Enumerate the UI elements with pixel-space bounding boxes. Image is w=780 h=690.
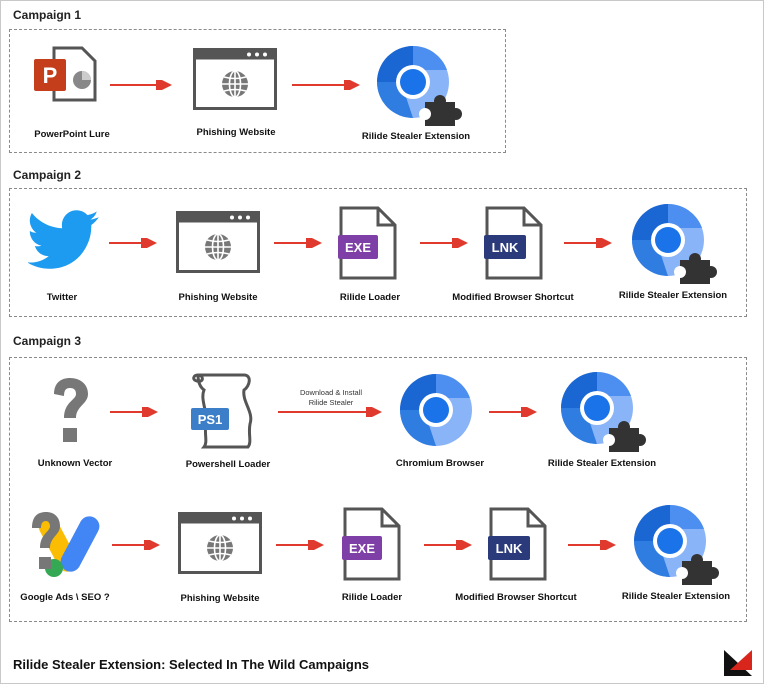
- lnk-file-icon: LNK: [484, 206, 543, 280]
- flow-arrow: [110, 407, 158, 417]
- flow-arrow: [568, 540, 616, 550]
- campaign-3-box: [9, 357, 747, 622]
- campaign-1-box: [9, 29, 506, 153]
- lnk-file-icon: LNK: [488, 507, 547, 581]
- exe-file-icon: EXE: [338, 206, 397, 280]
- chrome-extension-icon: [559, 370, 651, 454]
- label-twitter: Twitter: [46, 292, 78, 303]
- label-powershell-loader: Powershell Loader: [185, 459, 271, 470]
- browser-window-icon: [178, 512, 262, 574]
- campaign-2-title: Campaign 2: [13, 168, 82, 182]
- chrome-extension-icon: [632, 503, 724, 587]
- flow-arrow: [112, 540, 160, 550]
- label-phishing-website: Phishing Website: [178, 292, 258, 303]
- google-ads-icon: [32, 512, 100, 577]
- chrome-extension-icon: [630, 202, 722, 286]
- browser-window-icon: [193, 48, 277, 110]
- label-powerpoint-lure: PowerPoint Lure: [34, 129, 110, 140]
- label-chromium-browser: Chromium Browser: [395, 458, 485, 469]
- flow-arrow: [278, 407, 382, 417]
- lnk-badge: LNK: [496, 541, 523, 556]
- ps1-badge: PS1: [198, 412, 223, 427]
- lnk-badge: LNK: [492, 240, 519, 255]
- label-rilide-stealer-extension: Rilide Stealer Extension: [621, 591, 731, 602]
- campaign-3-title: Campaign 3: [13, 334, 82, 348]
- diagram-frame: [0, 0, 764, 684]
- flow-arrow: [424, 540, 472, 550]
- chrome-extension-icon: [375, 44, 467, 128]
- flow-arrow: [274, 238, 322, 248]
- twitter-icon: [28, 210, 99, 269]
- company-logo-icon: [724, 650, 752, 676]
- label-modified-browser-shortcut: Modified Browser Shortcut: [452, 292, 574, 303]
- download-install-note: Download & Install Rilide Stealer: [300, 388, 362, 408]
- exe-file-icon: EXE: [342, 507, 401, 581]
- flow-arrow: [292, 80, 360, 90]
- label-phishing-website: Phishing Website: [180, 593, 260, 604]
- flow-arrow: [109, 238, 157, 248]
- note-line-2: Rilide Stealer: [308, 398, 354, 407]
- powerpoint-icon: P: [34, 46, 97, 102]
- label-rilide-stealer-extension: Rilide Stealer Extension: [618, 290, 728, 301]
- flow-arrow: [110, 80, 172, 90]
- flow-arrow: [489, 407, 537, 417]
- flow-arrow: [564, 238, 612, 248]
- browser-window-icon: [176, 211, 260, 273]
- campaign-1-title: Campaign 1: [13, 8, 82, 22]
- label-unknown-vector: Unknown Vector: [37, 458, 113, 469]
- exe-badge: EXE: [349, 541, 375, 556]
- flow-arrow: [420, 238, 468, 248]
- question-mark-icon: [54, 378, 88, 442]
- note-line-1: Download & Install: [299, 388, 363, 397]
- powershell-script-icon: PS1: [191, 373, 253, 449]
- label-rilide-stealer-extension: Rilide Stealer Extension: [361, 131, 471, 142]
- label-google-ads-seo: Google Ads \ SEO ?: [20, 592, 110, 603]
- chromium-icon: [398, 372, 474, 448]
- exe-badge: EXE: [345, 240, 371, 255]
- campaign-2-box: [9, 188, 747, 317]
- label-modified-browser-shortcut: Modified Browser Shortcut: [455, 592, 577, 603]
- label-rilide-loader: Rilide Loader: [341, 592, 403, 603]
- ppt-badge: P: [43, 63, 58, 88]
- label-rilide-loader: Rilide Loader: [339, 292, 401, 303]
- label-phishing-website: Phishing Website: [196, 127, 276, 138]
- footer-title: Rilide Stealer Extension: Selected In Th…: [13, 657, 370, 672]
- label-rilide-stealer-extension: Rilide Stealer Extension: [547, 458, 657, 469]
- flow-arrow: [276, 540, 324, 550]
